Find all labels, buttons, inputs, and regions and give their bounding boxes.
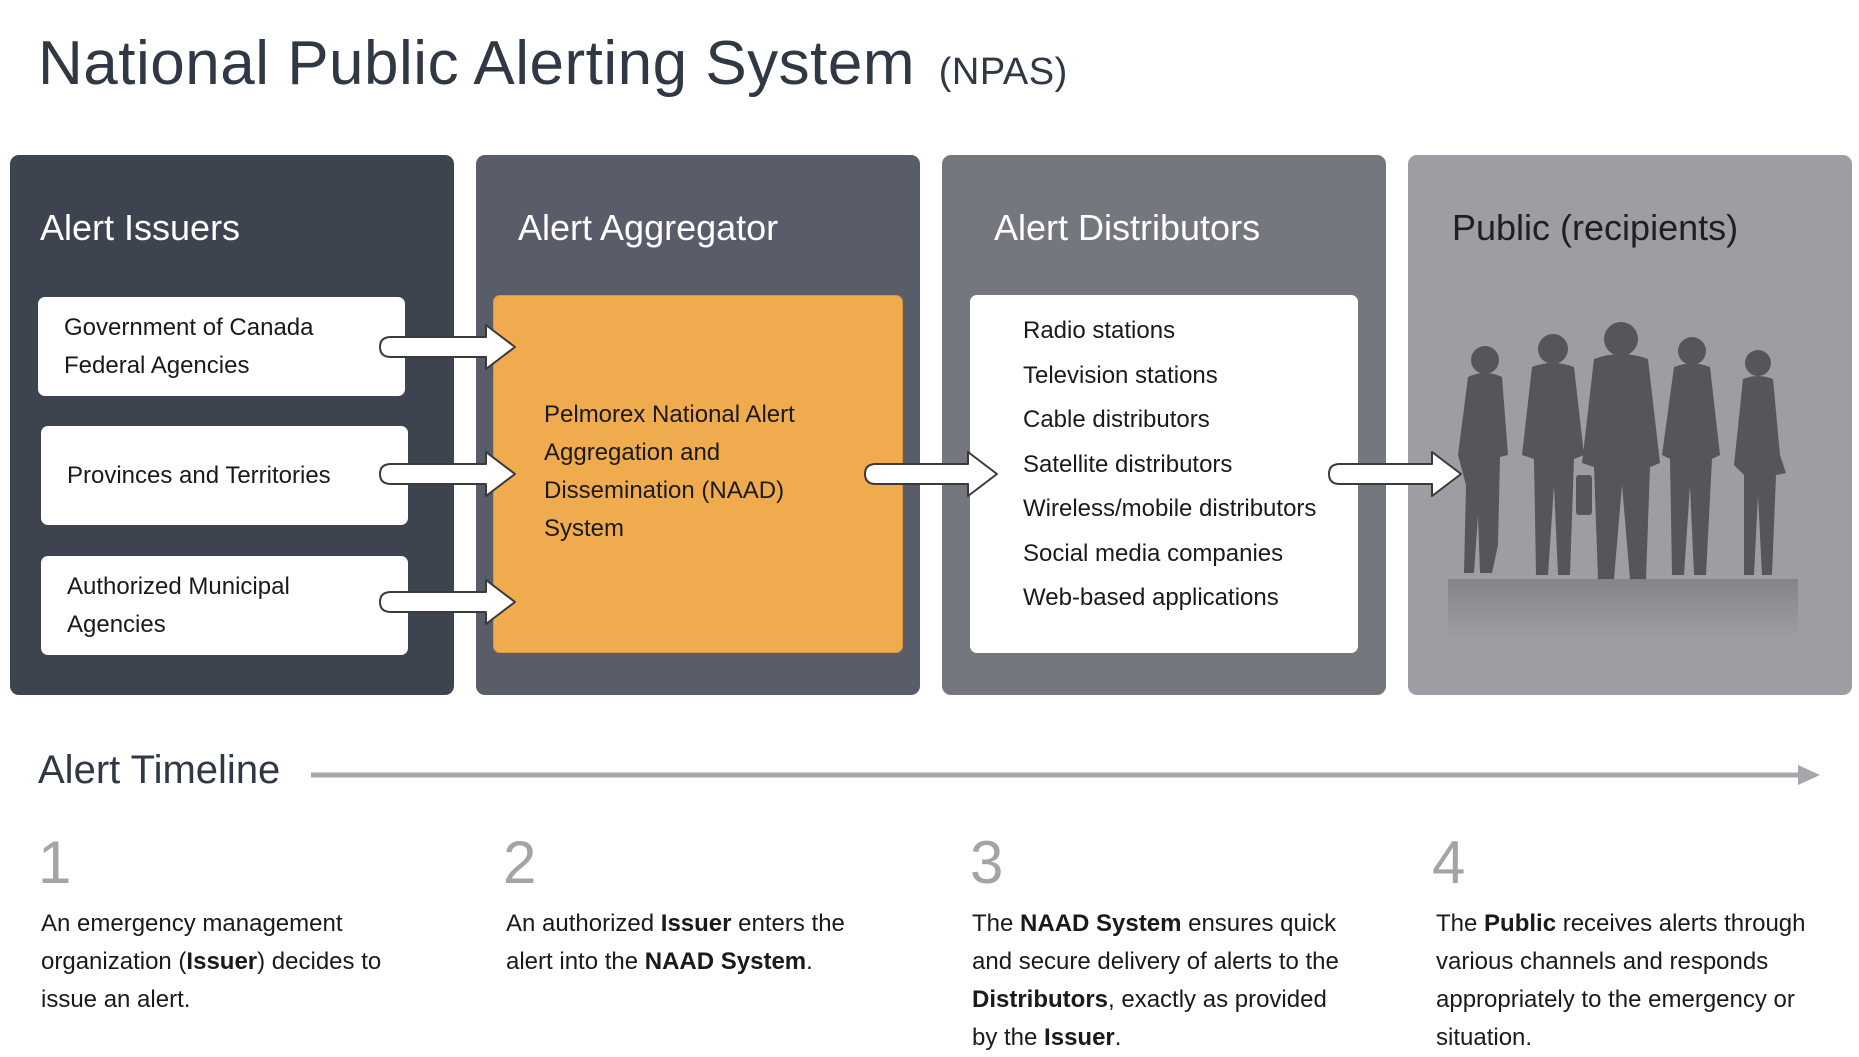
naad-label-line: System xyxy=(544,515,625,542)
alert-distributors-title: Alert Distributors xyxy=(994,207,1261,248)
alert-issuers-panel: Alert Issuers Government of Canada Feder… xyxy=(10,155,454,695)
distributor-item: Satellite distributors xyxy=(1023,450,1233,478)
distributor-item: Cable distributors xyxy=(1023,406,1210,433)
alert-aggregator-panel: Alert Aggregator Pelmorex National Alert… xyxy=(476,155,920,695)
alert-distributors-panel: Alert Distributors Radio stations Televi… xyxy=(942,155,1386,695)
step-1-number: 1 xyxy=(38,829,72,896)
distributor-item: Web-based applications xyxy=(1023,584,1279,611)
step-text-bold: NAAD System xyxy=(1020,910,1182,937)
naad-system-box: Pelmorex National Alert Aggregation and … xyxy=(493,295,903,653)
alert-aggregator-title: Alert Aggregator xyxy=(518,207,779,248)
step-text-part: An emergency management organization ( xyxy=(41,910,343,975)
people-silhouettes-icon xyxy=(1448,322,1798,639)
naad-label-line: Pelmorex National Alert xyxy=(544,401,795,428)
step-text-part: The xyxy=(972,910,1021,937)
issuer-label-line: Federal Agencies xyxy=(64,351,250,379)
distributor-item: Radio stations xyxy=(1023,317,1176,344)
step-3-description: The NAAD System ensures quick and secure… xyxy=(972,905,1357,1057)
distributor-item: Wireless/mobile distributors xyxy=(1023,495,1317,522)
public-recipients-panel: Public (recipients) xyxy=(1408,155,1852,695)
step-text-bold: Public xyxy=(1484,910,1557,937)
step-text-bold: Issuer xyxy=(186,948,258,975)
step-text-bold: NAAD System xyxy=(644,948,807,975)
step-2-description: An authorized Issuer enters the alert in… xyxy=(506,905,896,981)
alert-issuers-title: Alert Issuers xyxy=(40,207,241,248)
timeline-arrow-icon xyxy=(311,765,1820,785)
public-recipients-title: Public (recipients) xyxy=(1452,207,1739,248)
issuer-box-municipal: Authorized Municipal Agencies xyxy=(41,556,408,655)
issuer-label-line: Agencies xyxy=(67,610,166,638)
step-text-bold: Distributors xyxy=(972,986,1109,1013)
page-title: National Public Alerting System (NPAS) xyxy=(38,28,1068,99)
issuer-label-line: Provinces and Territories xyxy=(67,461,331,489)
step-text-part: , exactly as provided by the xyxy=(972,986,1327,1051)
step-text-bold: Issuer xyxy=(660,910,732,937)
step-text-part: The xyxy=(1436,910,1485,937)
step-text-bold: Issuer xyxy=(1044,1024,1115,1051)
naad-label-line: Aggregation and xyxy=(544,439,721,466)
distributors-list: Radio stations Television stations Cable… xyxy=(970,309,1358,621)
step-text-part: receives alerts through various channels… xyxy=(1436,910,1806,1051)
page-title-main: National Public Alerting System xyxy=(38,29,916,98)
step-text-part: ensures quick and secure delivery of ale… xyxy=(972,910,1339,975)
step-4-description: The Public receives alerts through vario… xyxy=(1436,905,1821,1057)
arrow-municipal-to-naad-icon xyxy=(379,579,516,625)
distributors-list-box: Radio stations Television stations Cable… xyxy=(970,295,1358,653)
distributor-item: Social media companies xyxy=(1023,539,1284,567)
issuer-label-line: Government of Canada xyxy=(64,313,314,341)
distributor-item: Television stations xyxy=(1023,361,1218,389)
arrow-distributors-to-public-icon xyxy=(1328,451,1462,497)
step-1-description: An emergency management organization (Is… xyxy=(41,905,421,1019)
page-title-abbrev: (NPAS) xyxy=(938,51,1068,93)
issuer-label-line: Authorized Municipal xyxy=(67,572,290,600)
naad-label-line: Dissemination (NAAD) xyxy=(544,477,785,504)
arrow-naad-to-distributors-icon xyxy=(864,451,998,497)
step-text-part: enters the alert into the xyxy=(506,910,845,975)
alert-timeline-label: Alert Timeline xyxy=(38,748,281,792)
step-2-number: 2 xyxy=(503,829,537,896)
step-4-number: 4 xyxy=(1432,829,1466,896)
arrow-provinces-to-naad-icon xyxy=(379,451,516,497)
step-text-part: . xyxy=(806,948,813,975)
step-text-part: . xyxy=(1114,1024,1122,1051)
issuer-box-provinces: Provinces and Territories xyxy=(41,426,408,525)
step-text-part: ) decides to issue an alert. xyxy=(41,948,382,1013)
issuer-box-federal: Government of Canada Federal Agencies xyxy=(38,297,405,396)
arrow-federal-to-naad-icon xyxy=(379,324,516,370)
step-text-part: An authorized xyxy=(506,910,661,937)
step-3-number: 3 xyxy=(970,829,1004,896)
